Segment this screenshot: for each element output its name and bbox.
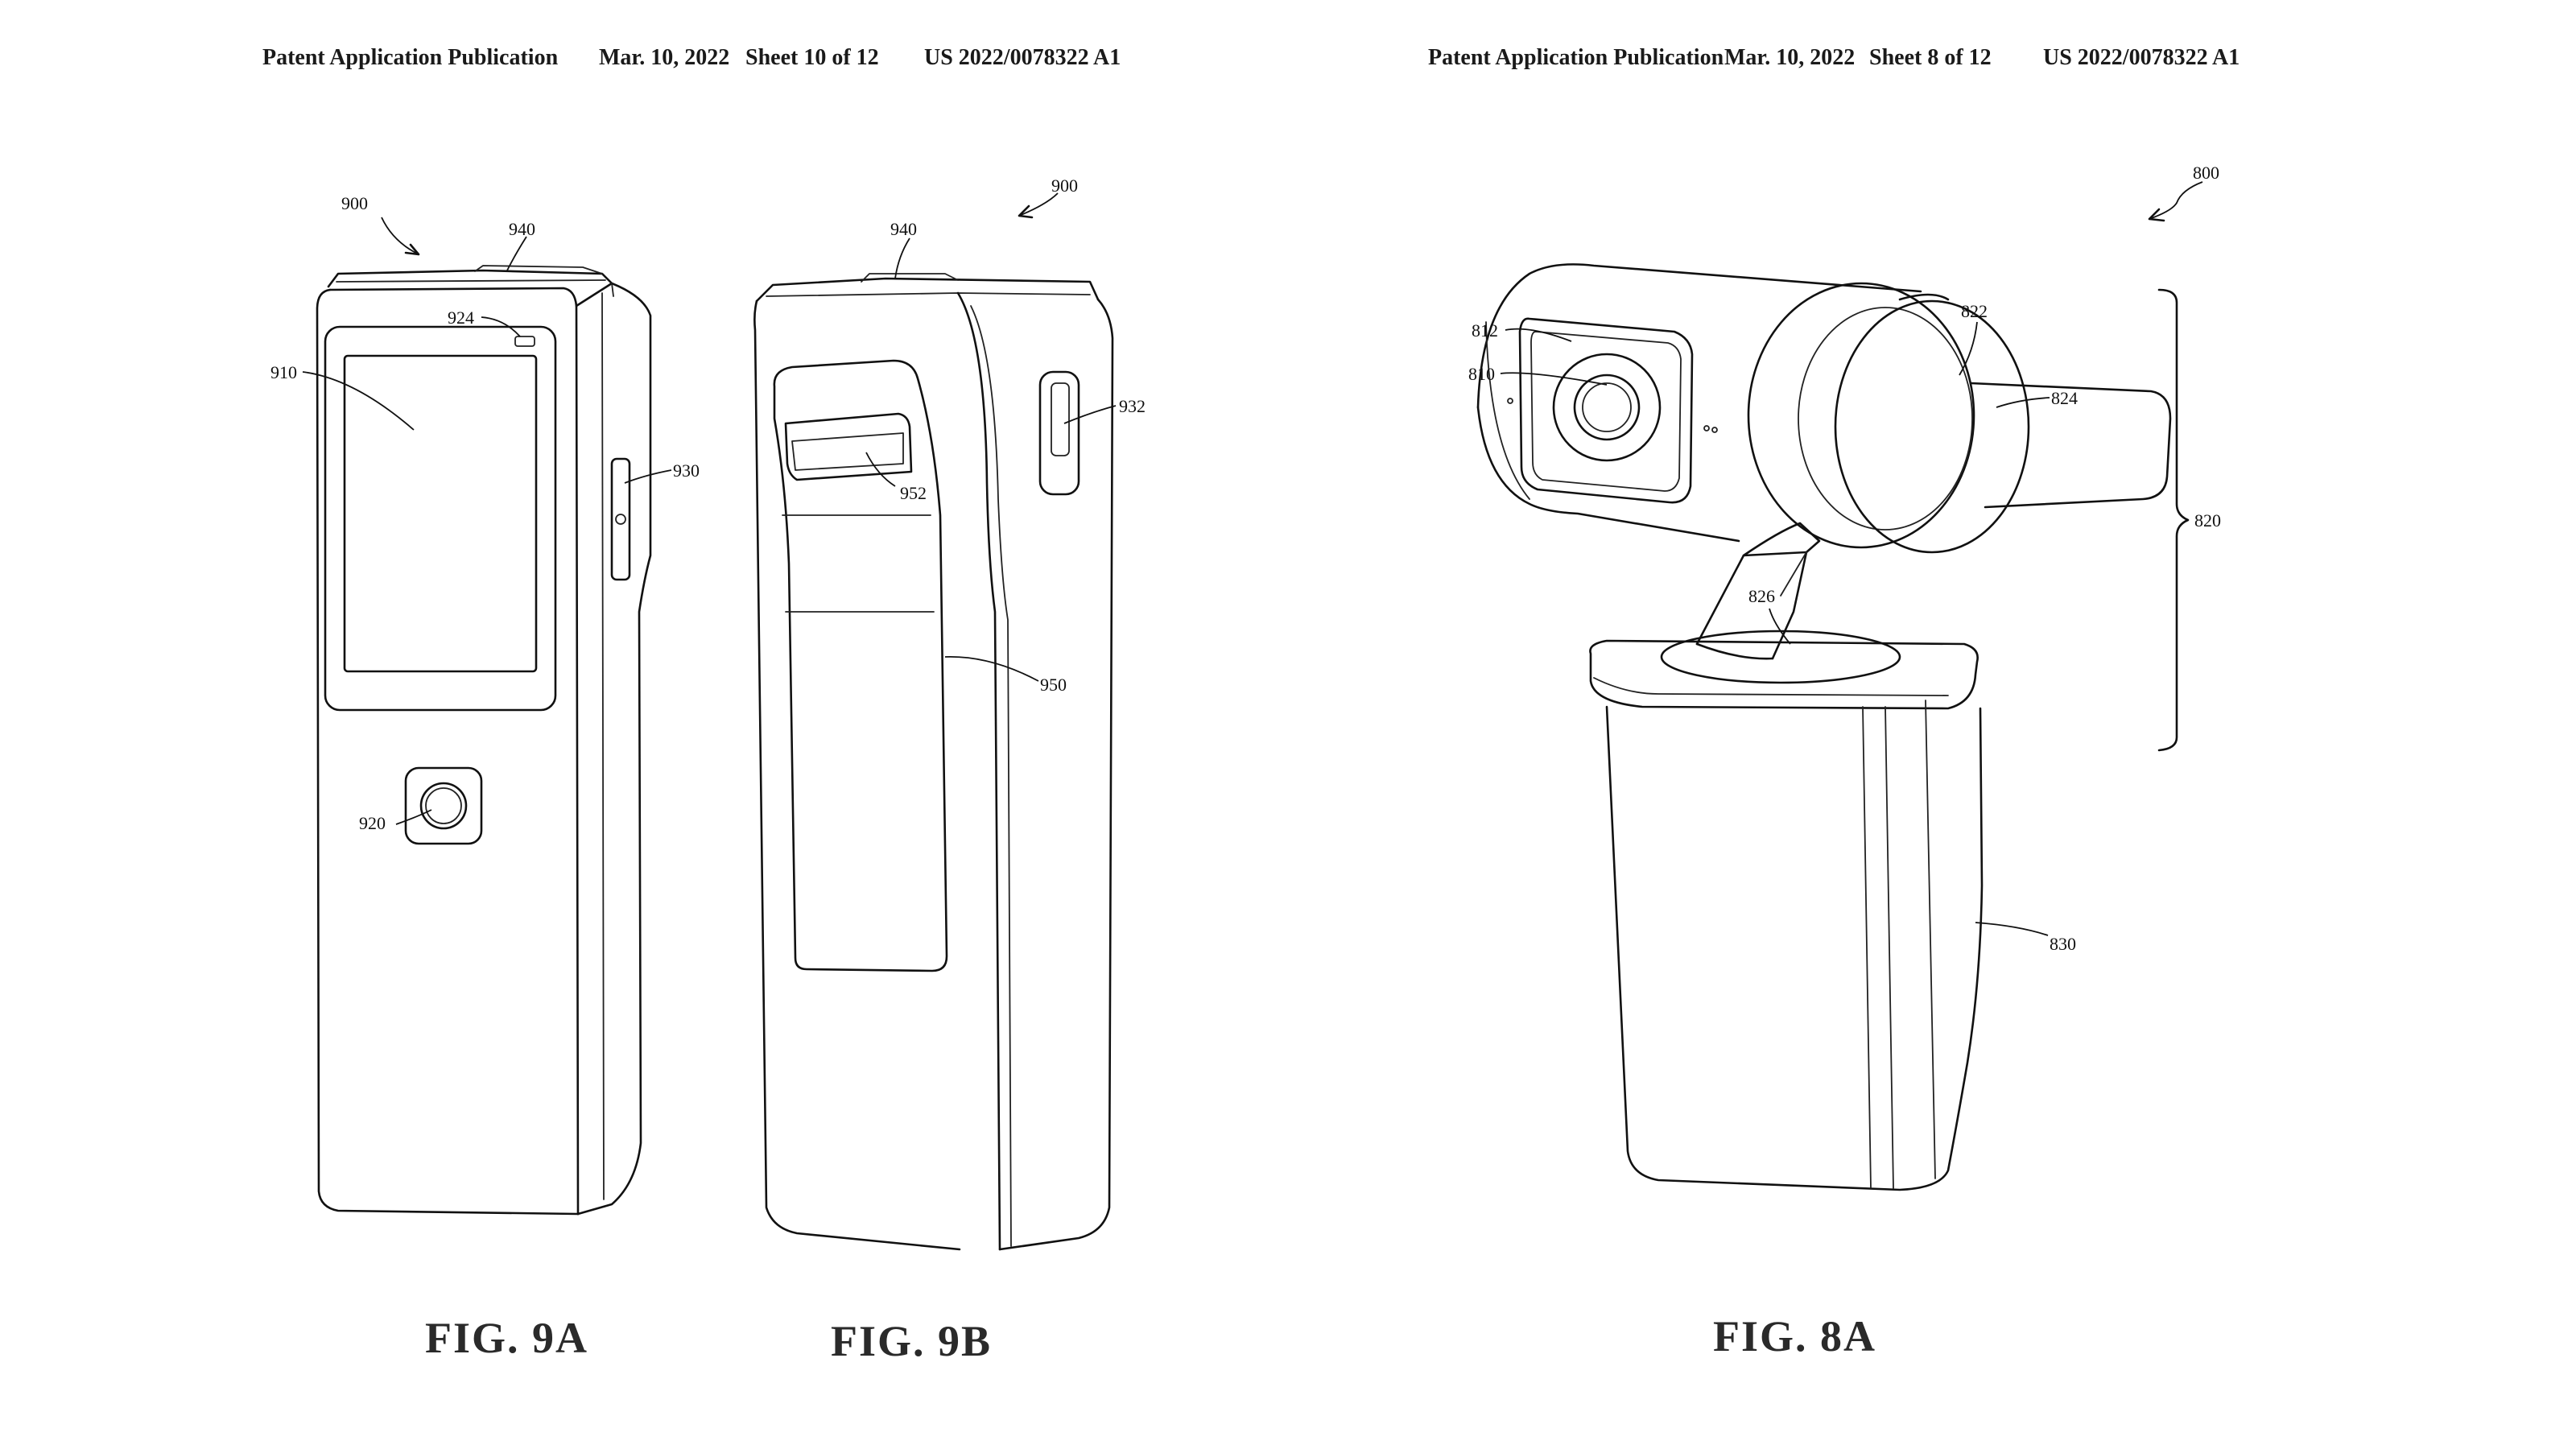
publication-date: Mar. 10, 2022 bbox=[1724, 45, 1856, 70]
ref-930: 930 bbox=[673, 460, 700, 481]
fig-8a-neck bbox=[1695, 522, 1821, 660]
caption-fig-9a: FIG. 9A bbox=[425, 1314, 588, 1362]
fig-8a-camera-head bbox=[1476, 263, 2172, 554]
sheet-header: Patent Application Publication Mar. 10, … bbox=[1288, 45, 2576, 77]
figure-9-drawing: 900 940 924 910 930 920 FIG. 9A bbox=[270, 175, 1146, 1365]
publication-label: Patent Application Publication bbox=[262, 45, 559, 70]
patent-sheet-8: Patent Application Publication Mar. 10, … bbox=[1288, 0, 2576, 1449]
fig-9b-side-port bbox=[1038, 370, 1080, 496]
ref-900b: 900 bbox=[1051, 175, 1078, 196]
sheet-number: Sheet 8 of 12 bbox=[1869, 45, 1992, 70]
leader-920 bbox=[395, 809, 432, 825]
ref-830: 830 bbox=[2050, 934, 2076, 954]
leader-932 bbox=[1063, 405, 1117, 424]
sheet-number: Sheet 10 of 12 bbox=[745, 45, 879, 70]
fig-9b-rear-panel bbox=[773, 359, 948, 972]
fig-9a-indicator-light bbox=[514, 336, 535, 347]
ref-950: 950 bbox=[1040, 675, 1067, 695]
publication-date: Mar. 10, 2022 bbox=[599, 45, 730, 70]
fig-9b-device-outline bbox=[753, 273, 1114, 1251]
leader-900b bbox=[1018, 192, 1059, 217]
caption-fig-9b: FIG. 9B bbox=[831, 1317, 992, 1365]
figure-8-drawing: 800 812 810 822 824 820 826 830 FIG. 8A bbox=[1468, 163, 2221, 1360]
patent-number: US 2022/0078322 A1 bbox=[2043, 45, 2240, 70]
leader-910 bbox=[302, 371, 415, 431]
fig-9a-front-button bbox=[404, 766, 483, 845]
ref-824: 824 bbox=[2051, 388, 2078, 408]
fig-9a-side-button bbox=[610, 457, 631, 581]
leader-826 bbox=[1769, 608, 1791, 645]
ref-812: 812 bbox=[1472, 320, 1498, 341]
ref-924: 924 bbox=[448, 308, 474, 328]
ref-826: 826 bbox=[1748, 586, 1775, 606]
ref-810: 810 bbox=[1468, 364, 1495, 384]
ref-910: 910 bbox=[270, 362, 297, 382]
ref-940a: 940 bbox=[509, 219, 535, 239]
ref-820: 820 bbox=[2194, 510, 2221, 530]
ref-800: 800 bbox=[2193, 163, 2219, 183]
leader-812 bbox=[1505, 328, 1572, 342]
arrow-900b bbox=[1018, 204, 1034, 219]
leader-924 bbox=[481, 316, 521, 337]
fig-9b-slot bbox=[784, 412, 913, 481]
leader-800 bbox=[2149, 181, 2203, 220]
patent-sheet-10: Patent Application Publication Mar. 10, … bbox=[0, 45, 1288, 1365]
sheet-header: Patent Application Publication Mar. 10, … bbox=[0, 45, 1288, 77]
ref-952: 952 bbox=[900, 483, 927, 503]
fig-9a-display bbox=[324, 325, 557, 712]
leader-940a bbox=[506, 236, 527, 271]
arrow-900a bbox=[404, 243, 420, 256]
leader-822 bbox=[1959, 321, 1978, 376]
ref-932: 932 bbox=[1119, 396, 1146, 416]
leader-810 bbox=[1500, 372, 1608, 386]
ref-900a: 900 bbox=[341, 193, 368, 213]
patent-number: US 2022/0078322 A1 bbox=[924, 45, 1121, 70]
leader-940b bbox=[894, 237, 910, 279]
arrow-800 bbox=[2148, 208, 2165, 222]
caption-fig-8a: FIG. 8A bbox=[1713, 1312, 1876, 1360]
leader-930 bbox=[624, 469, 672, 484]
leader-830 bbox=[1975, 922, 2049, 936]
fig-9a-device-outline bbox=[316, 265, 652, 1216]
leader-952 bbox=[865, 452, 896, 487]
leader-824 bbox=[1996, 397, 2050, 408]
ref-920: 920 bbox=[359, 813, 386, 833]
fig-8a-base bbox=[1589, 630, 1984, 1191]
ref-822: 822 bbox=[1961, 301, 1988, 321]
ref-940b: 940 bbox=[890, 219, 917, 239]
leader-950 bbox=[944, 656, 1039, 682]
publication-label: Patent Application Publication bbox=[1428, 45, 1724, 70]
leader-900a bbox=[381, 217, 419, 255]
fig-8a-bracket-820 bbox=[2157, 288, 2190, 752]
